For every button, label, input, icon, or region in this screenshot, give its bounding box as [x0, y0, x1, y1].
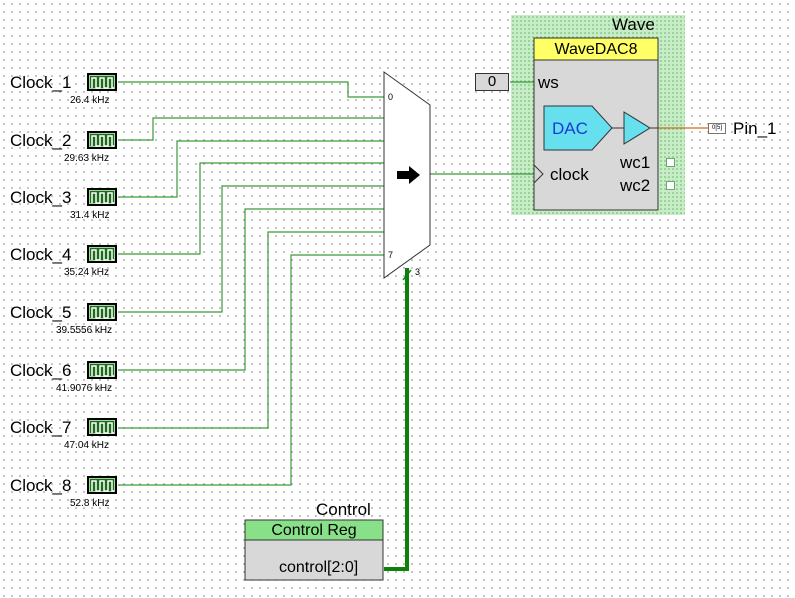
- clock-wires: [118, 81, 534, 486]
- clock-name: Clock_1: [10, 73, 72, 92]
- clock-frequency: 39.5556 kHz: [56, 325, 113, 336]
- wc2-terminal[interactable]: [666, 181, 675, 190]
- clock-frequency: 47.04 kHz: [64, 440, 110, 451]
- clock-symbol-icon[interactable]: [87, 361, 117, 379]
- clock-symbol-icon[interactable]: [87, 73, 117, 91]
- control-instance-name: Control: [316, 500, 371, 519]
- wire-clock-2: [118, 117, 384, 141]
- clock-chevron: [533, 164, 544, 184]
- clock-frequency: 29.63 kHz: [64, 153, 110, 164]
- wire-clock-5: [118, 185, 384, 313]
- wire-clock-6: [118, 208, 384, 371]
- mux-arrow: [397, 166, 420, 184]
- clock-frequency: 52.8 kHz: [70, 498, 110, 509]
- ws-port-label: ws: [538, 73, 559, 92]
- wire-clock-8: [118, 254, 384, 486]
- buffer-triangle: [623, 111, 651, 145]
- clock-name: Clock_2: [10, 131, 72, 150]
- bus-width-label: 3: [415, 267, 421, 277]
- clock-port-label: clock: [550, 165, 589, 184]
- control-port-label: control[2:0]: [279, 559, 359, 576]
- clock-frequency: 35.24 kHz: [64, 267, 110, 278]
- clock-frequency: 31.4 kHz: [70, 210, 110, 221]
- clock-name: Clock_6: [10, 361, 72, 380]
- wave-instance-name: Wave: [612, 15, 655, 34]
- clock-symbol-icon[interactable]: [87, 418, 117, 436]
- wire-clock-7: [118, 231, 384, 429]
- clock-name: Clock_4: [10, 245, 72, 264]
- clock-name: Clock_5: [10, 303, 72, 322]
- clock-symbol-icon[interactable]: [87, 303, 117, 321]
- dac-shape: [543, 105, 613, 151]
- bus-slash: [402, 269, 412, 281]
- control-component-name: Control Reg: [271, 522, 357, 539]
- mux-input-last-label: 7: [388, 250, 394, 260]
- pin-index-box[interactable]: 0[5]: [708, 123, 726, 134]
- clock-symbol-icon[interactable]: [87, 245, 117, 263]
- wc2-port-label: wc2: [620, 176, 651, 195]
- pin-name: Pin_1: [733, 119, 777, 138]
- clock-symbol-icon[interactable]: [87, 188, 117, 206]
- wire-clock-3: [118, 140, 384, 198]
- clock-name: Clock_7: [10, 418, 72, 437]
- wire-clock-1: [118, 81, 384, 98]
- select-bus: [384, 268, 409, 571]
- dac-label: DAC: [552, 119, 588, 138]
- ws-constant[interactable]: 0: [475, 73, 509, 91]
- wire-clock-4: [118, 162, 384, 255]
- clock-frequency: 26.4 kHz: [70, 95, 110, 106]
- clock-name: Clock_8: [10, 476, 72, 495]
- clock-name: Clock_3: [10, 188, 72, 207]
- mux-input-first-label: 0: [388, 92, 394, 102]
- wc1-port-label: wc1: [620, 153, 651, 172]
- clock-symbol-icon[interactable]: [87, 131, 117, 149]
- wc1-terminal[interactable]: [666, 158, 675, 167]
- wavedac-component-name: WaveDAC8: [554, 41, 638, 58]
- clock-symbol-icon[interactable]: [87, 476, 117, 494]
- clock-frequency: 41.9076 kHz: [56, 383, 113, 394]
- control-header: [244, 519, 384, 541]
- wavedac-header: [533, 37, 659, 61]
